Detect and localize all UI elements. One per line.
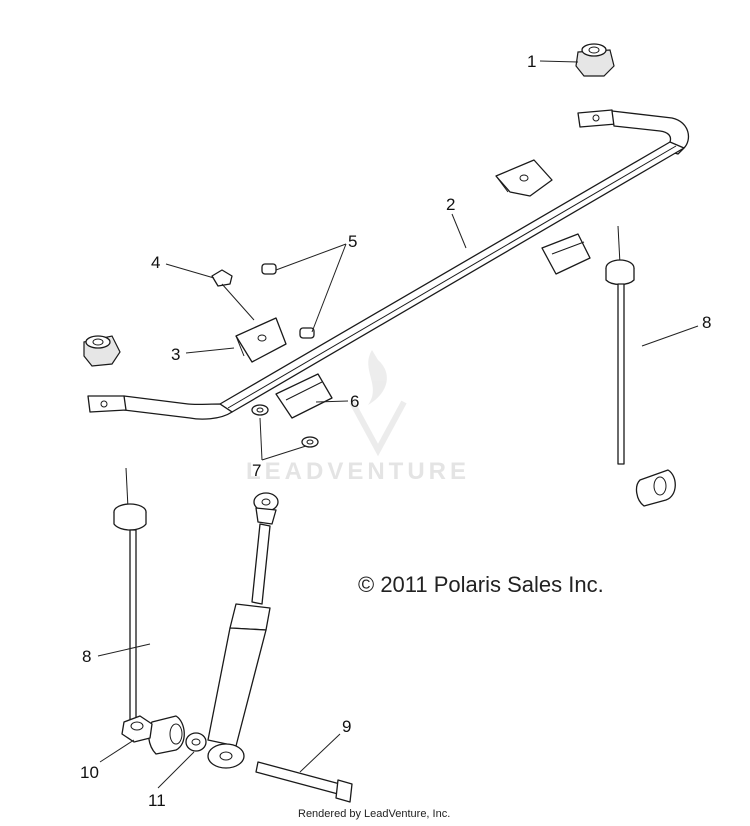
callout-5: 5 (348, 232, 357, 251)
link-rod-right (605, 225, 676, 507)
nut-4 (211, 269, 233, 287)
link-rod-left (113, 467, 185, 755)
washers-7 (251, 404, 319, 448)
callout-11: 11 (148, 791, 166, 810)
callout-7: 7 (252, 461, 261, 480)
callout-3: 3 (171, 345, 180, 364)
washer-11 (185, 732, 207, 752)
watermark-logo (349, 350, 407, 457)
callout-4: 4 (151, 253, 160, 272)
callout-6: 6 (350, 392, 359, 411)
rendered-by-credit: Rendered by LeadVenture, Inc. (298, 808, 451, 820)
stabilizer-bar (87, 109, 690, 420)
clamp-top (495, 159, 553, 197)
shock-absorber (207, 492, 279, 769)
callout-8-left: 8 (82, 647, 91, 666)
bushing-left (83, 335, 121, 367)
callout-1: 1 (527, 52, 536, 71)
bushing-top (575, 43, 615, 77)
callout-8-right: 8 (702, 313, 711, 332)
bolts-5 (261, 263, 315, 339)
clamp-3 (235, 317, 287, 363)
nut-10 (121, 715, 153, 743)
callout-9: 9 (342, 717, 351, 736)
leader-lines (97, 60, 699, 789)
copyright-notice: © 2011 Polaris Sales Inc. (358, 572, 604, 597)
callout-10: 10 (80, 763, 99, 782)
clamp-right (541, 233, 591, 275)
watermark-text: LEADVENTURE (246, 458, 471, 485)
callout-labels: 1 2 3 4 5 6 7 8 8 9 10 11 (80, 52, 711, 810)
callout-2: 2 (446, 195, 455, 214)
bushing-block-6 (275, 373, 333, 419)
bolt-9 (255, 761, 353, 803)
